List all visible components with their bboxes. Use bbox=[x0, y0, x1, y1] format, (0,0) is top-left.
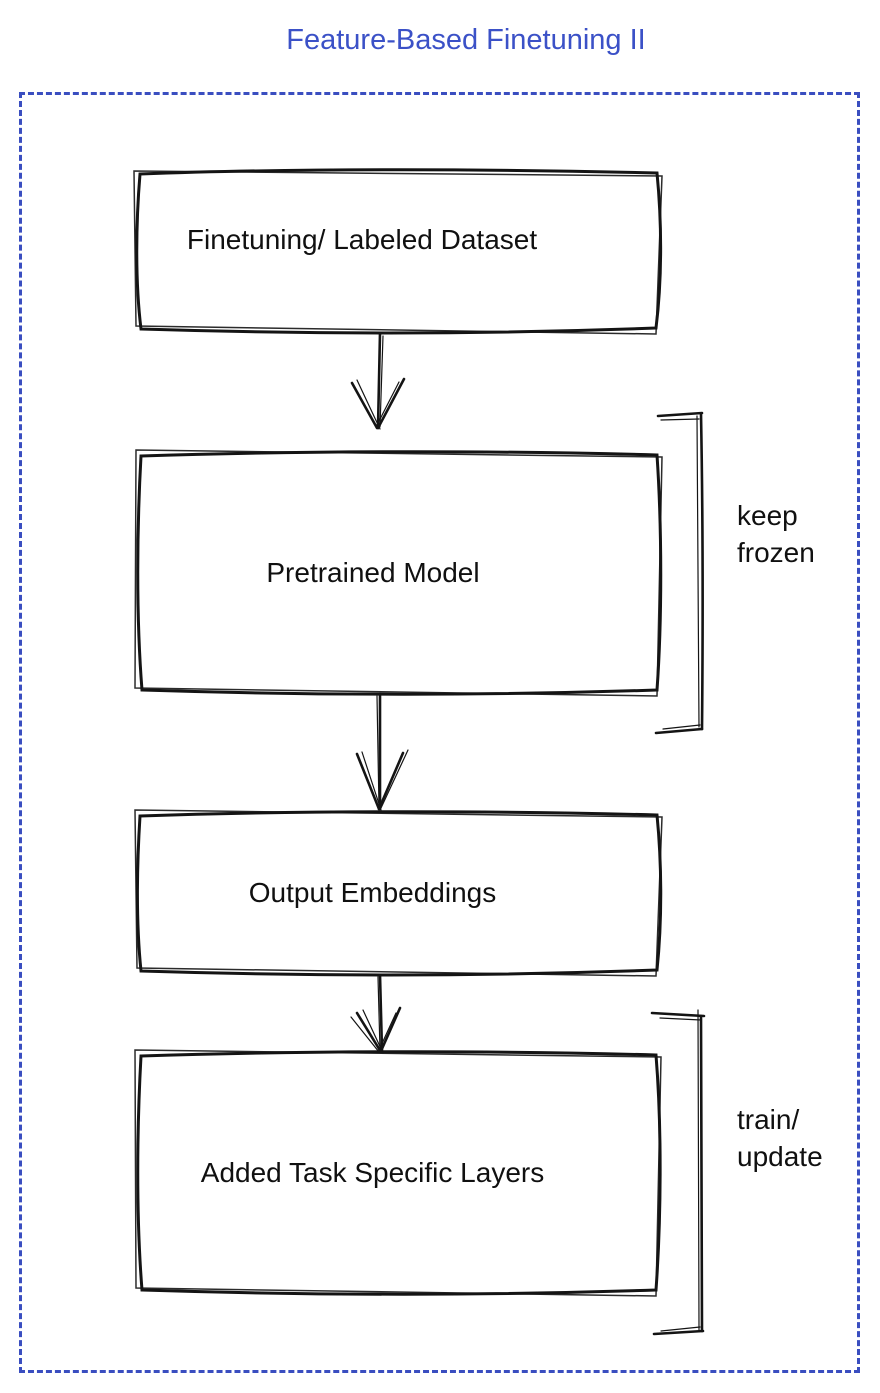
node-dataset-label: Finetuning/ Labeled Dataset bbox=[186, 223, 538, 255]
node-pretrained-box bbox=[134, 449, 663, 697]
dashed-boundary bbox=[19, 92, 860, 1373]
node-task-layers-label: Added Task Specific Layers bbox=[200, 1156, 545, 1188]
diagram-title: Feature-Based Finetuning II bbox=[286, 24, 646, 56]
arrow-pretrained-to-embeddings bbox=[355, 692, 409, 811]
arrow-dataset-to-pretrained bbox=[350, 331, 406, 430]
bracket-keep-frozen bbox=[654, 411, 704, 735]
node-embeddings-box bbox=[134, 809, 663, 977]
annotation-keep-frozen: keep frozen bbox=[737, 500, 815, 568]
node-dataset-box bbox=[133, 168, 663, 335]
bracket-train-update bbox=[650, 1009, 706, 1336]
node-pretrained-label: Pretrained Model bbox=[266, 556, 480, 588]
node-embeddings-label: Output Embeddings bbox=[248, 876, 497, 908]
arrow-embeddings-to-layers bbox=[350, 973, 402, 1054]
node-task-layers-box bbox=[134, 1049, 662, 1297]
annotation-train-update: train/ update bbox=[737, 1104, 823, 1172]
